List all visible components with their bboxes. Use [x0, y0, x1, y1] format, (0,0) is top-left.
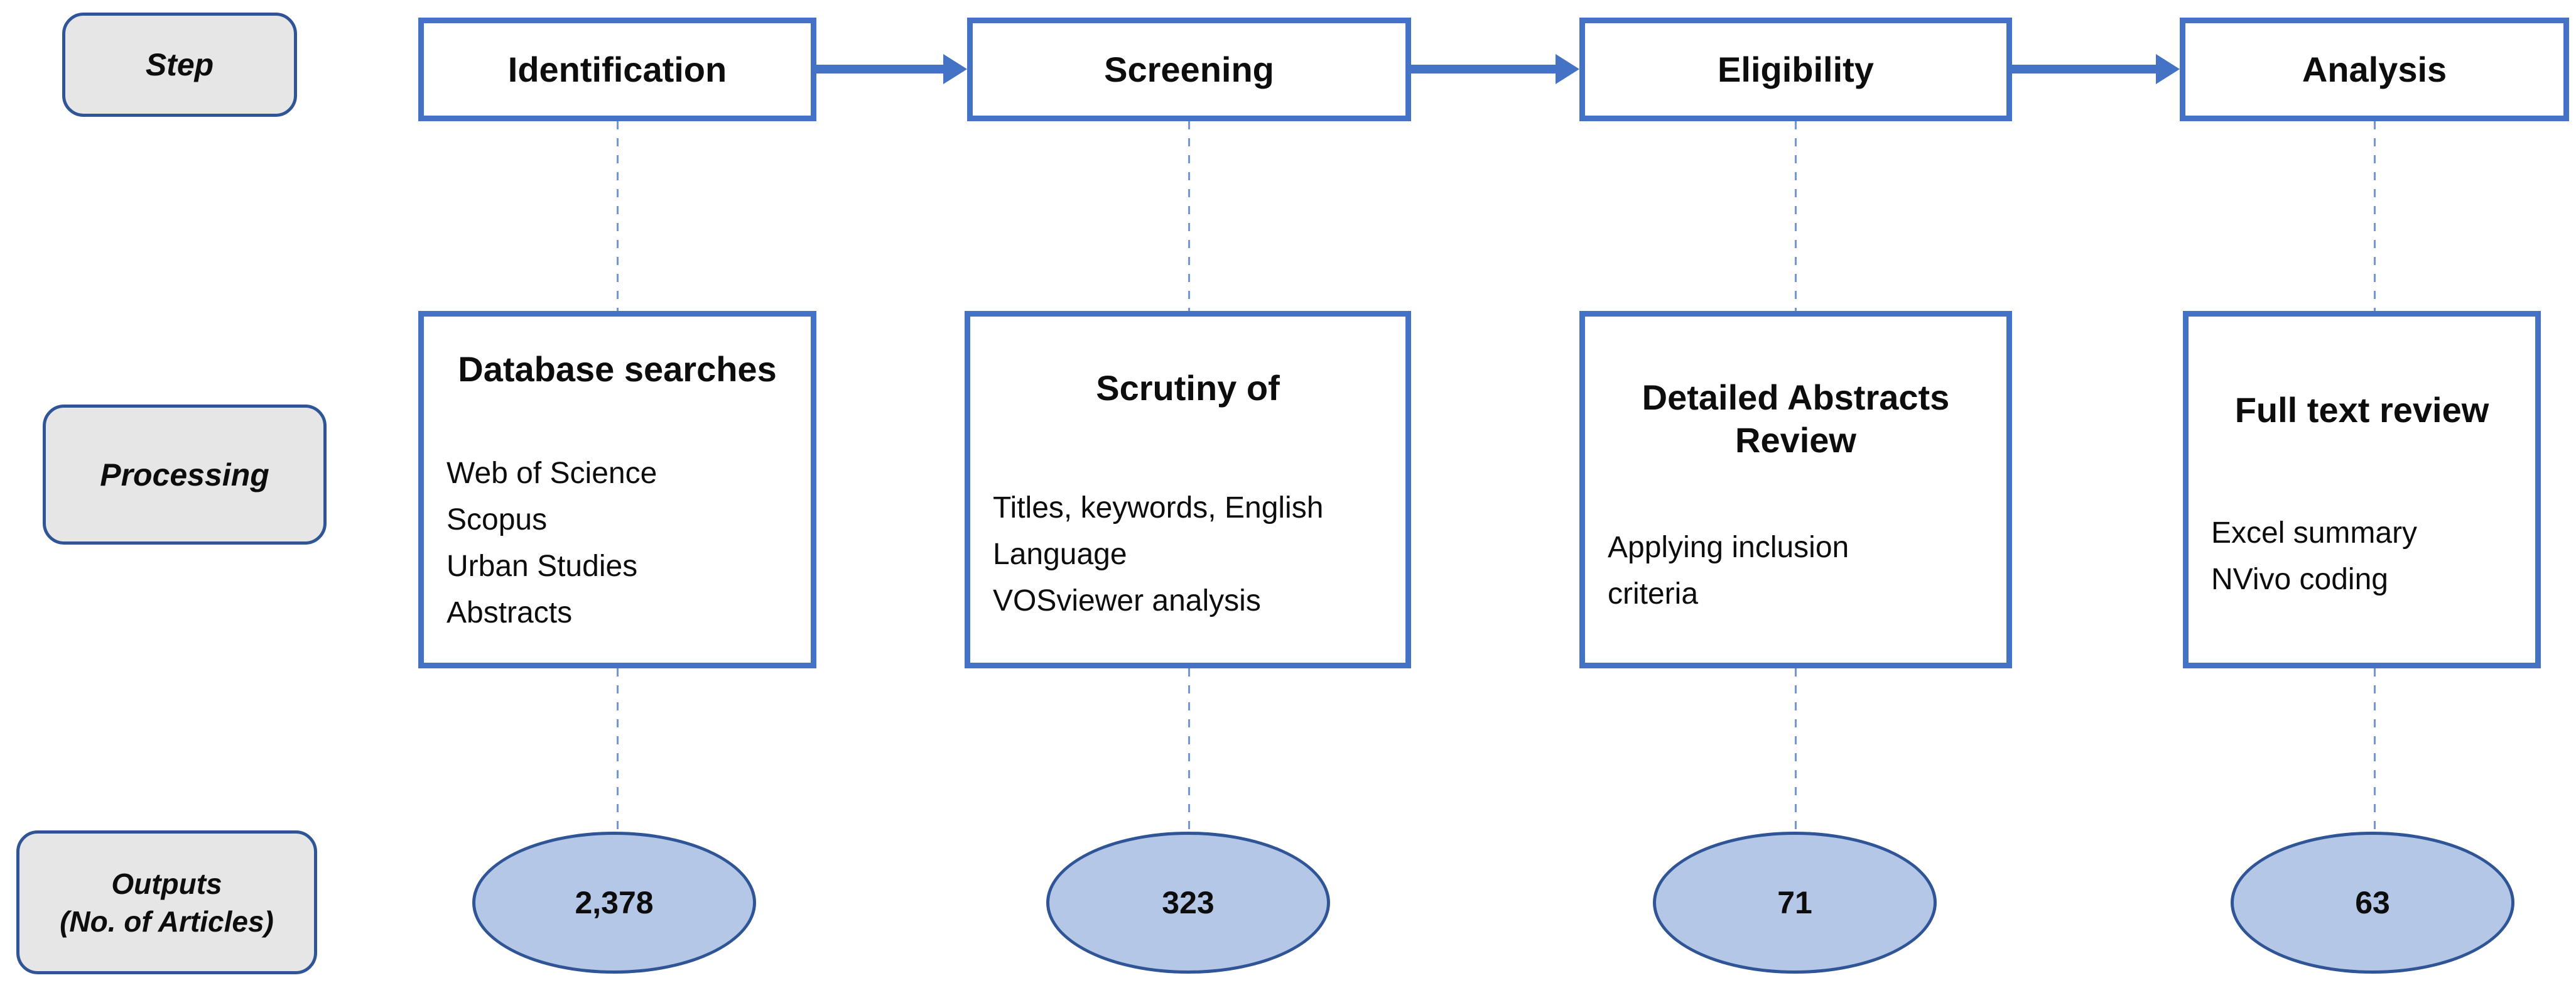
processing-body-line: Abstracts [446, 596, 573, 629]
processing-box-screening: Scrutiny of Titles, keywords, English La… [965, 311, 1411, 668]
step-box-screening: Screening [967, 18, 1411, 121]
row-label-outputs-line1: Outputs [111, 867, 222, 900]
processing-title: Scrutiny of [1096, 368, 1280, 408]
arrow-head-icon [1556, 54, 1579, 84]
processing-body-line: Excel summary [2211, 516, 2418, 550]
output-count-analysis: 63 [2231, 832, 2514, 974]
dashed-connector-eligibility-upper [1795, 121, 1797, 311]
arrow-shaft [2010, 65, 2158, 73]
row-label-processing: Processing [43, 405, 327, 545]
step-box-identification-label: Identification [507, 50, 727, 89]
arrow-shaft [1409, 65, 1558, 73]
processing-body-line: VOSviewer analysis [993, 584, 1261, 617]
arrow-head-icon [2156, 54, 2180, 84]
output-count-value: 2,378 [575, 885, 654, 920]
processing-body-line: Scopus [446, 503, 548, 536]
row-label-outputs: Outputs (No. of Articles) [16, 830, 317, 974]
output-count-identification: 2,378 [472, 832, 756, 974]
output-count-value: 71 [1777, 885, 1812, 920]
output-count-screening: 323 [1046, 832, 1330, 974]
arrow-head-icon [943, 54, 967, 84]
step-box-analysis: Analysis [2180, 18, 2569, 121]
dashed-connector-screening-lower [1188, 668, 1190, 833]
processing-body-line: criteria [1608, 577, 1699, 611]
output-count-eligibility: 71 [1653, 832, 1937, 974]
row-label-step: Step [62, 13, 297, 117]
dashed-connector-identification-lower [617, 668, 619, 833]
processing-title: Database searches [458, 349, 777, 389]
processing-body: Excel summary NVivo coding [2189, 510, 2535, 603]
processing-body: Web of Science Scopus Urban Studies Abst… [424, 450, 811, 636]
output-count-value: 63 [2355, 885, 2390, 920]
dashed-connector-analysis-lower [2374, 668, 2376, 833]
processing-body: Titles, keywords, English Language VOSvi… [970, 485, 1405, 624]
arrow-shaft [814, 65, 946, 73]
arrow-eligibility-to-analysis [2010, 54, 2180, 84]
step-box-identification: Identification [418, 18, 816, 121]
processing-title: Full text review [2234, 390, 2489, 430]
arrow-screening-to-eligibility [1409, 54, 1579, 84]
processing-box-analysis: Full text review Excel summary NVivo cod… [2183, 311, 2541, 668]
processing-box-identification: Database searches Web of Science Scopus … [418, 311, 816, 668]
processing-body-line: Language [993, 538, 1127, 571]
step-box-screening-label: Screening [1104, 50, 1274, 89]
step-box-analysis-label: Analysis [2302, 50, 2447, 89]
dashed-connector-eligibility-lower [1795, 668, 1797, 833]
processing-body-line: Web of Science [446, 457, 658, 490]
processing-box-eligibility: Detailed Abstracts Review Applying inclu… [1579, 311, 2012, 668]
row-label-processing-text: Processing [100, 457, 269, 492]
row-label-step-text: Step [145, 47, 214, 82]
processing-body-line: Applying inclusion [1608, 531, 1849, 564]
step-box-eligibility: Eligibility [1579, 18, 2012, 121]
step-box-eligibility-label: Eligibility [1718, 50, 1874, 89]
processing-body-line: Urban Studies [446, 550, 638, 583]
output-count-value: 323 [1162, 885, 1215, 920]
processing-body-line: NVivo coding [2211, 563, 2388, 596]
row-label-outputs-line2: (No. of Articles) [60, 905, 274, 938]
processing-body: Applying inclusion criteria [1585, 525, 2006, 617]
arrow-identification-to-screening [814, 54, 967, 84]
processing-title: Detailed Abstracts Review [1642, 378, 1950, 460]
dashed-connector-screening-upper [1188, 121, 1190, 311]
processing-body-line: Titles, keywords, English [993, 491, 1324, 525]
dashed-connector-analysis-upper [2374, 121, 2376, 311]
dashed-connector-identification-upper [617, 121, 619, 311]
